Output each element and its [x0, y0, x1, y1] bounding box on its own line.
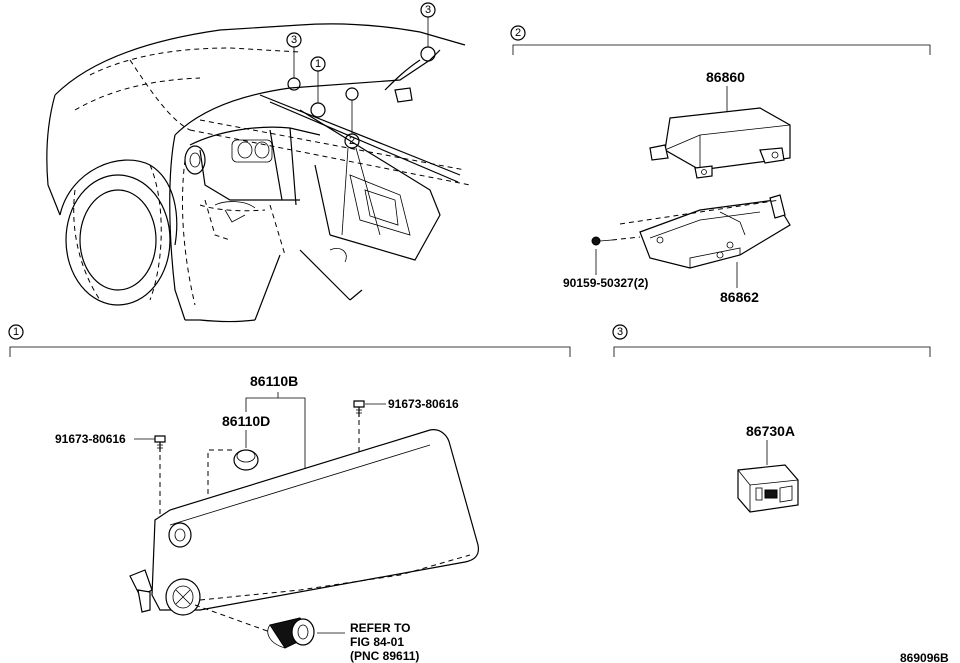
overview-callouts: 3 3 1 2 [286, 2, 436, 236]
section-3-number: 3 [617, 326, 623, 338]
refer-line-3: (PNC 89611) [350, 649, 419, 663]
part-label-90159: 90159-50327(2) [563, 276, 648, 290]
part-label-86730A: 86730A [746, 423, 795, 439]
refer-line-1: REFER TO [350, 621, 410, 635]
part-label-91673-left: 91673-80616 [55, 432, 126, 446]
section-1-number: 1 [13, 326, 19, 338]
part-label-86860: 86860 [706, 69, 745, 85]
cap-86110D [233, 449, 259, 471]
section-2: 2 86860 [510, 25, 931, 305]
section-1-marker [8, 324, 24, 340]
airbag-sensor-ecu [649, 107, 791, 179]
part-label-86110B: 86110B [250, 373, 298, 389]
callout-number-1: 1 [315, 58, 321, 70]
callout-number-2: 2 [349, 135, 355, 147]
part-label-86862: 86862 [720, 289, 759, 305]
car-overview-illustration [46, 23, 471, 323]
figure-id: 869096B [900, 651, 949, 663]
screw-91673-right [353, 400, 365, 417]
callout-number-3a: 3 [425, 4, 431, 16]
callout-number-3b: 3 [291, 34, 297, 46]
part-label-86110D: 86110D [222, 413, 270, 429]
refer-line-2: FIG 84-01 [350, 635, 404, 649]
ecu-bracket [619, 194, 791, 269]
section-2-number: 2 [515, 27, 521, 39]
section-3-marker [612, 324, 628, 340]
connector-89611 [267, 617, 315, 649]
screw-91673-left [154, 435, 166, 452]
knee-airbag-assembly [129, 429, 480, 616]
bolt-90159 [591, 236, 641, 246]
sensor-86730A [737, 464, 799, 513]
section-1: 1 86110B 86110D 91673-80616 91673- [8, 324, 571, 663]
section-2-marker [510, 25, 526, 41]
section-3: 3 86730A [612, 324, 931, 513]
part-label-91673-right: 91673-80616 [388, 397, 459, 411]
